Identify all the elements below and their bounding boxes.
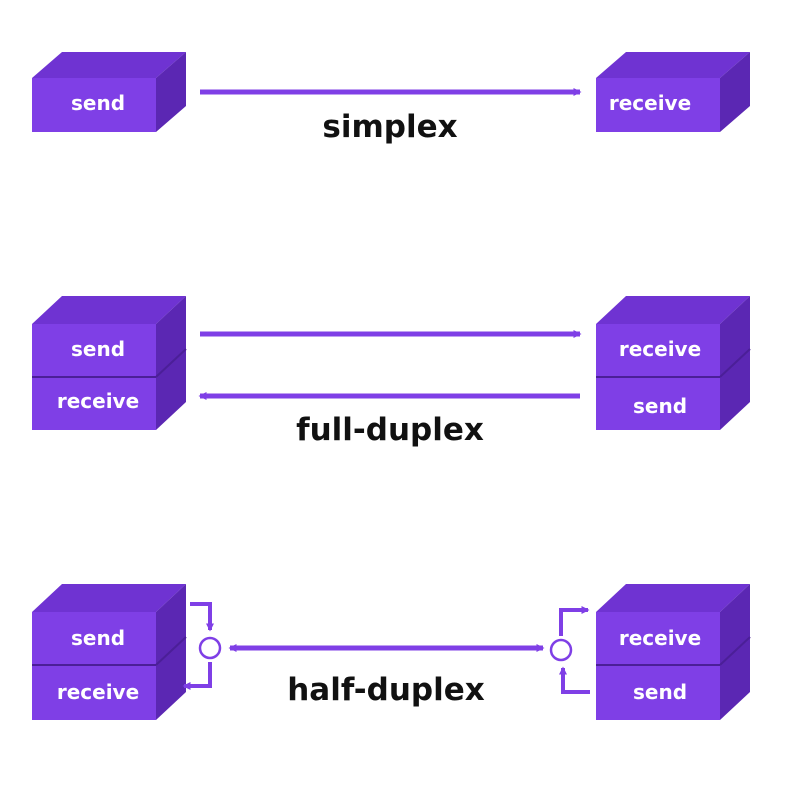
half-duplex-left-send-label: send — [71, 626, 125, 650]
left-send-path-arrow — [190, 602, 214, 632]
full-duplex-right-send-box — [596, 378, 720, 430]
right-send-path-arrow — [559, 666, 590, 694]
full-duplex-left-send-box — [32, 324, 156, 376]
half-duplex-left-receive-label: receive — [57, 680, 139, 704]
full-duplex-section: send receive full-duplex receive send — [32, 296, 751, 448]
right-receive-path-arrow — [559, 606, 590, 636]
simplex-send-label: send — [71, 91, 125, 115]
half-duplex-right-receive-box — [596, 612, 720, 664]
simplex-section: send simplex receive — [32, 52, 750, 145]
half-duplex-right-send-box — [596, 666, 720, 720]
full-duplex-left-send-label: send — [71, 337, 125, 361]
full-duplex-right-receive-box — [596, 324, 720, 376]
half-duplex-section: send receive half-duplex receive — [32, 584, 751, 720]
full-duplex-left-stack: send receive — [32, 296, 187, 430]
full-duplex-left-receive-box — [32, 378, 156, 430]
half-duplex-title: half-duplex — [287, 672, 485, 708]
full-duplex-right-receive-label: receive — [619, 337, 701, 361]
simplex-receive-label: receive — [609, 91, 691, 115]
left-receive-path-arrow — [182, 662, 212, 690]
half-duplex-left-stack: send receive — [32, 584, 187, 720]
half-duplex-right-stack: receive send — [596, 584, 751, 720]
half-duplex-left-send-box — [32, 612, 156, 664]
full-duplex-title: full-duplex — [296, 412, 484, 448]
left-switch-circle-icon — [198, 636, 222, 660]
half-duplex-left-receive-box — [32, 666, 156, 720]
half-duplex-left-switch — [182, 602, 222, 690]
half-duplex-right-receive-label: receive — [619, 626, 701, 650]
simplex-receive-box: receive — [596, 52, 750, 132]
simplex-title: simplex — [322, 109, 457, 145]
half-duplex-right-send-label: send — [633, 680, 687, 704]
half-duplex-right-switch — [549, 606, 590, 694]
full-duplex-right-stack: receive send — [596, 296, 751, 430]
right-switch-circle-icon — [549, 638, 573, 662]
full-duplex-right-send-label: send — [633, 394, 687, 418]
full-duplex-left-receive-label: receive — [57, 389, 139, 413]
simplex-send-box: send — [32, 52, 186, 132]
